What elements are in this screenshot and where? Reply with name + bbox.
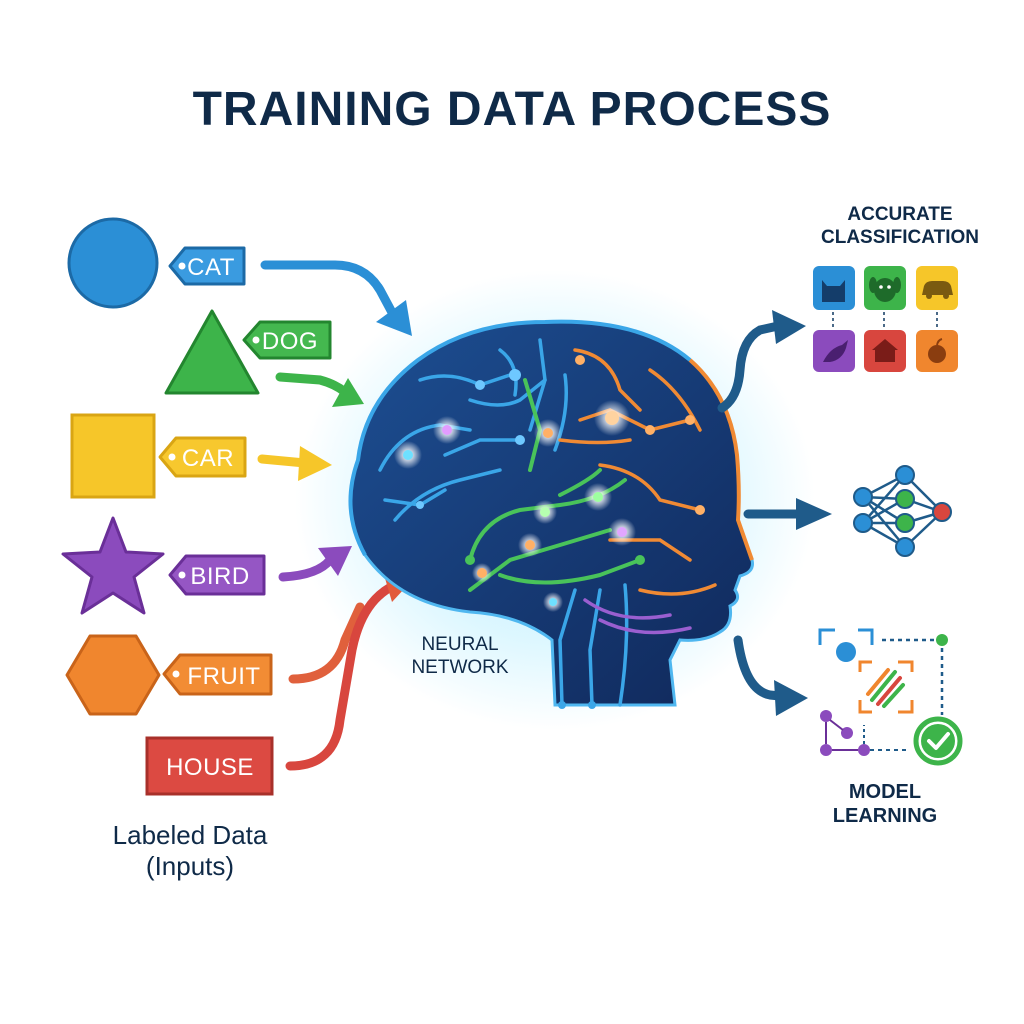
tag-house-label: HOUSE — [166, 754, 254, 781]
page-title: TRAINING DATA PROCESS — [192, 83, 832, 136]
accurate-classification-caption: ACCURATE CLASSIFICATION — [790, 204, 1010, 250]
neural-network-icon — [853, 465, 952, 557]
arrow-cat — [260, 260, 400, 323]
apple-icon — [928, 338, 946, 363]
arrow-car — [257, 454, 310, 468]
arrow-bird — [278, 555, 335, 582]
car-icon — [922, 281, 953, 299]
labeled-data-line1: Labeled Data — [112, 820, 268, 850]
tag-bird-label: BIRD — [190, 563, 249, 590]
dog-icon — [869, 277, 901, 302]
arrow-to-model — [733, 635, 785, 701]
tag-bird: BIRD — [168, 554, 266, 596]
tag-cat: CAT — [168, 246, 246, 286]
car-tile — [916, 266, 958, 310]
star-shape — [61, 516, 165, 615]
model-learning-icon — [818, 628, 963, 766]
tag-car: CAR — [158, 436, 247, 478]
neural-network-caption: NEURAL NETWORK — [375, 634, 545, 680]
neural-network-line1: NEURAL — [421, 634, 499, 655]
apple-tile — [916, 330, 958, 372]
square-shape — [70, 413, 156, 499]
accurate-line1: ACCURATE — [847, 204, 953, 225]
bird-tile — [813, 330, 855, 372]
hexagon-shape — [65, 634, 161, 716]
cat-icon — [822, 280, 845, 302]
tag-dog-label: DOG — [262, 328, 318, 355]
arrow-fruit — [288, 602, 365, 684]
house-icon — [872, 339, 898, 362]
triangle-shape — [164, 309, 260, 395]
accurate-line2: CLASSIFICATION — [821, 226, 979, 248]
labeled-data-caption: Labeled Data (Inputs) — [70, 820, 310, 882]
input-shapes — [61, 217, 260, 716]
house-tile — [864, 330, 906, 372]
model-learning-caption: MODEL LEARNING — [800, 780, 970, 828]
tag-fruit-label: FRUIT — [187, 663, 260, 690]
tag-house: HOUSE — [145, 736, 274, 796]
cat-tile — [813, 266, 855, 310]
circle-shape — [67, 217, 159, 309]
model-line2: LEARNING — [832, 805, 938, 827]
tag-fruit: FRUIT — [162, 653, 273, 696]
input-tags: CAT DOG CAR BIRD FRUIT HOUSE — [145, 246, 332, 796]
bird-icon — [823, 340, 848, 362]
brain-head — [348, 319, 754, 709]
check-icon — [913, 716, 963, 766]
model-line1: MODEL — [848, 781, 922, 803]
tag-cat-label: CAT — [187, 254, 235, 281]
labeled-data-line2: (Inputs) — [145, 851, 235, 882]
arrow-to-classification — [717, 321, 783, 413]
neural-network-line2: NETWORK — [411, 656, 509, 678]
tag-dog: DOG — [242, 320, 332, 360]
brain-nodes — [394, 355, 705, 709]
output-arrows — [717, 310, 832, 716]
dog-tile — [864, 266, 906, 310]
tag-car-label: CAR — [182, 445, 234, 472]
arrow-house — [285, 580, 400, 771]
classification-grid — [813, 266, 958, 372]
